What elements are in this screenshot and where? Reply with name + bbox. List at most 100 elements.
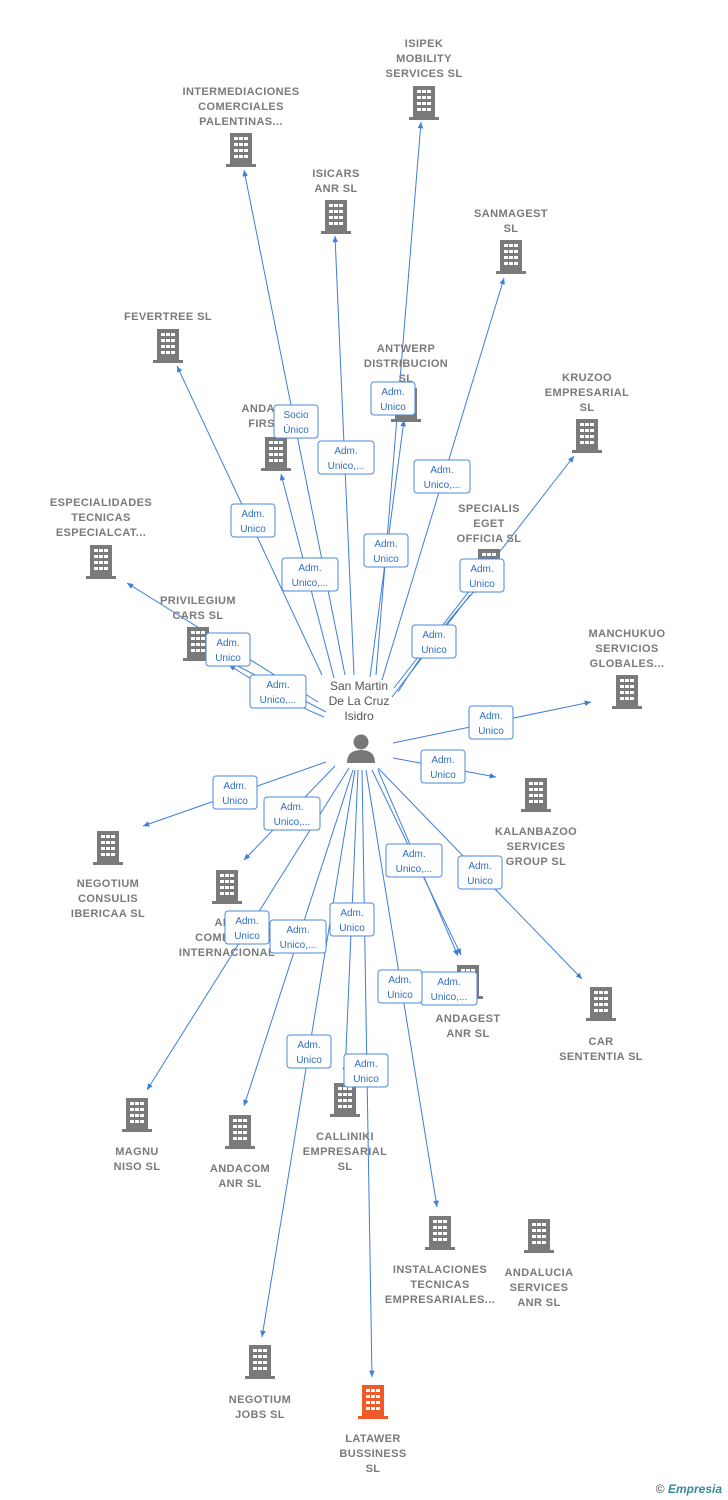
role-badge[interactable]: Adm.Unico xyxy=(224,910,270,945)
badge-text-line: Unico,... xyxy=(396,864,433,875)
role-badge[interactable]: Adm.Unico xyxy=(459,558,505,593)
badge-box xyxy=(468,705,514,740)
badge-text-line: Unico xyxy=(430,770,456,781)
role-badge[interactable]: Adm.Unico xyxy=(420,749,466,784)
role-badge[interactable]: Adm.Unico,... xyxy=(263,796,321,831)
company-label-line: SERVICIOS xyxy=(595,643,658,655)
company-node-privilegium[interactable]: PRIVILEGIUM CARS SL xyxy=(160,595,236,661)
company-label-line: TECNICAS xyxy=(71,512,130,524)
role-badge[interactable]: Adm.Unico xyxy=(377,969,423,1004)
badge-text-line: Adm. xyxy=(334,446,357,457)
role-badge[interactable]: Adm.Unico xyxy=(205,632,251,667)
badge-text-line: Unico xyxy=(421,645,447,656)
badge-text-line: Adm. xyxy=(468,861,491,872)
role-badge[interactable]: Adm.Unico,... xyxy=(317,440,375,475)
company-label-line: OFFICIA SL xyxy=(457,533,522,545)
badge-text-line: Adm. xyxy=(437,977,460,988)
company-label-line: ANR SL xyxy=(446,1028,489,1040)
role-badge[interactable]: Adm.Unico,... xyxy=(249,674,307,709)
company-node-intermediaciones[interactable]: INTERMEDIACIONESCOMERCIALESPALENTINAS... xyxy=(182,86,299,167)
badge-box xyxy=(363,533,409,568)
company-label-line: ANDAGEST xyxy=(436,1013,501,1025)
company-node-instalaciones[interactable]: INSTALACIONESTECNICASEMPRESARIALES... xyxy=(385,1216,495,1306)
role-badge[interactable]: Adm. Unico,... xyxy=(413,459,471,494)
role-badge[interactable]: Adm.Unico xyxy=(329,902,375,937)
company-label-line: CARS SL xyxy=(172,610,223,622)
company-node-manchukuo[interactable]: MANCHUKUOSERVICIOSGLOBALES... xyxy=(589,628,666,709)
building-icon xyxy=(226,133,256,167)
role-badge[interactable]: Adm. Unico,... xyxy=(269,919,327,954)
role-badge[interactable]: Adm.Unico xyxy=(468,705,514,740)
badge-text-line: Adm. xyxy=(235,916,258,927)
company-label-line: NISO SL xyxy=(114,1161,161,1173)
role-badge[interactable]: Adm.Unico xyxy=(411,624,457,659)
badge-box xyxy=(224,910,270,945)
building-icon xyxy=(425,1216,455,1250)
building-icon xyxy=(586,987,616,1021)
role-badge[interactable]: Adm.Unico,... xyxy=(420,971,478,1006)
role-badge[interactable]: Adm.Unico xyxy=(286,1034,332,1069)
badge-text-line: Adm. xyxy=(479,711,502,722)
building-icon xyxy=(521,778,551,812)
company-label-line: ANTWERP xyxy=(377,343,435,355)
empresia-logo[interactable]: Empresia xyxy=(667,1482,722,1496)
role-badge[interactable]: Adm.Unico,... xyxy=(281,557,339,592)
company-label-line: INSTALACIONES xyxy=(393,1264,487,1276)
badge-box xyxy=(420,749,466,784)
company-label-line: PRIVILEGIUM xyxy=(160,595,236,607)
badge-text-line: Unico,... xyxy=(260,695,297,706)
role-badge[interactable]: Adm.Unico xyxy=(363,533,409,568)
company-node-especialidades[interactable]: ESPECIALIDADESTECNICASESPECIALCAT... xyxy=(50,497,152,579)
company-label-line: DISTRIBUCION xyxy=(364,358,448,370)
role-badge[interactable]: Adm.Unico xyxy=(457,855,503,890)
building-icon xyxy=(261,437,291,471)
center-person[interactable]: San Martin De La Cruz Isidro xyxy=(329,679,390,763)
copyright-notice: © Empresia xyxy=(656,1482,722,1496)
building-icon xyxy=(321,200,351,234)
badge-text-line: Unico,... xyxy=(280,940,317,951)
company-label-line: ANR SL xyxy=(314,183,357,195)
role-badge[interactable]: Adm.Unico xyxy=(343,1053,389,1088)
company-label-line: INTERMEDIACIONES xyxy=(182,86,299,98)
badge-box xyxy=(212,775,258,810)
role-badge[interactable]: Adm.Unico xyxy=(230,503,276,538)
company-node-andagest[interactable]: ANDAGEST ANR SL xyxy=(436,965,501,1040)
company-label-line: GROUP SL xyxy=(506,856,566,868)
person-icon xyxy=(347,734,375,763)
building-icon xyxy=(358,1385,388,1419)
badge-text-line: Adm. xyxy=(241,509,264,520)
building-icon xyxy=(153,329,183,363)
badge-text-line: Adm. xyxy=(430,465,453,476)
company-node-fevertree[interactable]: FEVERTREE SL xyxy=(124,311,212,363)
role-badge[interactable]: Adm.Unico xyxy=(212,775,258,810)
badge-text-line: Adm. xyxy=(470,564,493,575)
company-label-line: COMERCIALES xyxy=(198,101,284,113)
role-badge[interactable]: Adm.Unico,... xyxy=(385,843,443,878)
building-icon xyxy=(330,1083,360,1117)
role-badge[interactable]: Adm.Unico xyxy=(370,381,416,416)
badge-text-line: Unico,... xyxy=(424,480,461,491)
company-label-line: FEVERTREE SL xyxy=(124,311,212,323)
badge-text-line: Adm. xyxy=(286,925,309,936)
badge-text-line: Unico xyxy=(222,796,248,807)
company-label-line: EMPRESARIALES... xyxy=(385,1294,495,1306)
company-label-line: CONSULIS xyxy=(78,893,138,905)
person-name-line-3: Isidro xyxy=(344,709,374,723)
badge-box xyxy=(329,902,375,937)
